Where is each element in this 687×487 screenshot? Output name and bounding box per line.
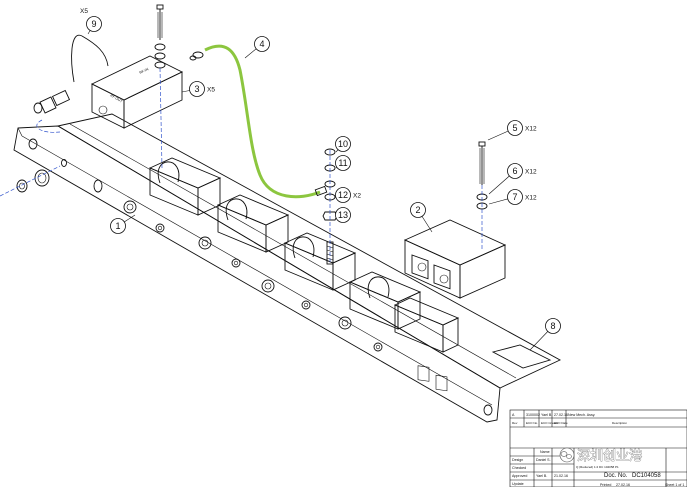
- callout-12: 12 X2: [335, 187, 361, 203]
- watermark: 深圳创业港: [559, 447, 642, 464]
- callout-1: 1: [110, 214, 136, 234]
- callout-number: 6: [512, 166, 517, 176]
- role-checked: Checked: [512, 466, 526, 470]
- callout-bubble: [410, 202, 426, 218]
- callout-11: 11: [335, 155, 351, 171]
- callout-bubble: [545, 318, 561, 334]
- callout-bubble: [189, 81, 205, 97]
- callout-number: 13: [338, 210, 348, 220]
- callout-number: 1: [115, 221, 120, 231]
- rev-cell: 27.02.16: [554, 413, 568, 417]
- chassis-rail: [13, 113, 561, 423]
- assembly-centerlines: [0, 67, 483, 262]
- part-2-module: [403, 219, 507, 299]
- callout-number: 12: [338, 190, 348, 200]
- callout-bubble: [335, 136, 351, 152]
- callout-bubble: [335, 155, 351, 171]
- role-update: Update: [512, 482, 524, 486]
- callout-bubble: [254, 36, 270, 52]
- left-nut-washer: [16, 169, 50, 193]
- callout-2: 2: [410, 202, 433, 233]
- printed-date: 27.02.16: [616, 483, 630, 487]
- svg-text:RF OUT: RF OUT: [110, 93, 124, 104]
- callout-bubble: [335, 207, 351, 223]
- rev-cell: New Mech. Assy.: [568, 413, 595, 417]
- approved-date: 21.02.16: [554, 474, 568, 478]
- callout-number: 3: [194, 84, 199, 94]
- doc-no: DC104058: [632, 473, 661, 479]
- callout-bubble: [507, 189, 523, 205]
- rev-header-cell: ECO Date: [554, 421, 568, 425]
- callout-bubble: [86, 16, 102, 32]
- callout-number: 10: [338, 139, 348, 149]
- callout-bubble: [507, 163, 523, 179]
- callout-number: 2: [415, 205, 420, 215]
- rev-cell: 3100002: [526, 413, 540, 417]
- callout-number: 11: [338, 158, 347, 168]
- part-4-ground-wire: [189, 44, 328, 199]
- callout-number: 8: [550, 321, 555, 331]
- callout-8: 8: [529, 318, 561, 351]
- rev-cell: Yael B.: [541, 413, 552, 417]
- callout-7: 7 X12: [488, 189, 537, 205]
- callout-quantity: X5: [80, 8, 88, 15]
- callout-number: 4: [259, 39, 264, 49]
- callout-3: 3 X5: [181, 81, 215, 97]
- callout-bubble: [335, 187, 351, 203]
- svg-text:RF-IN: RF-IN: [139, 67, 150, 75]
- callout-13: 13: [335, 207, 351, 223]
- callout-10: 10: [335, 136, 351, 153]
- front-connectors: [123, 200, 383, 352]
- callout-quantity: X5: [207, 87, 215, 94]
- callout-number: 9: [91, 19, 96, 29]
- callout-6: 6 X12: [488, 163, 537, 195]
- rail-modules: [148, 157, 460, 353]
- rev-header-cell: ECO Creator: [541, 421, 558, 425]
- material-text: Q (Reduced) 1:2 DC 104058 P1: [576, 465, 619, 469]
- top-screw: [154, 4, 166, 69]
- rev-cell: A: [512, 413, 515, 417]
- watermark-text: 深圳创业港: [577, 449, 642, 464]
- callout-9: 9X5: [80, 8, 102, 35]
- callout-bubble: [507, 120, 523, 136]
- callout-quantity: X12: [525, 126, 537, 133]
- callout-5: 5 X12: [487, 120, 537, 141]
- part-9-cable: [33, 34, 109, 114]
- callout-bubble: [110, 218, 126, 234]
- part-3-module: RF-IN RF OUT: [90, 55, 184, 129]
- name-header: Name: [540, 450, 550, 454]
- rev-header-cell: Description: [612, 421, 627, 425]
- rev-header-cell: Rev: [512, 421, 518, 425]
- role-approved: Approved: [512, 474, 527, 478]
- role-design: Design: [512, 458, 523, 462]
- callout-number: 7: [512, 192, 517, 202]
- printed-label: Printed: [600, 483, 611, 487]
- callout-quantity: X12: [525, 195, 537, 202]
- doc-no-label: Doc. No.: [604, 473, 628, 479]
- callout-quantity: X2: [353, 193, 361, 200]
- approved-name: Yael B.: [536, 474, 547, 478]
- rev-header-cell: ECO No.: [526, 421, 538, 425]
- callout-quantity: X12: [525, 169, 537, 176]
- design-name: Daniel S.: [536, 458, 551, 462]
- sheet-number: Sheet 1 of 1: [665, 483, 684, 487]
- callout-number: 5: [512, 123, 517, 133]
- callout-4: 4: [244, 36, 270, 59]
